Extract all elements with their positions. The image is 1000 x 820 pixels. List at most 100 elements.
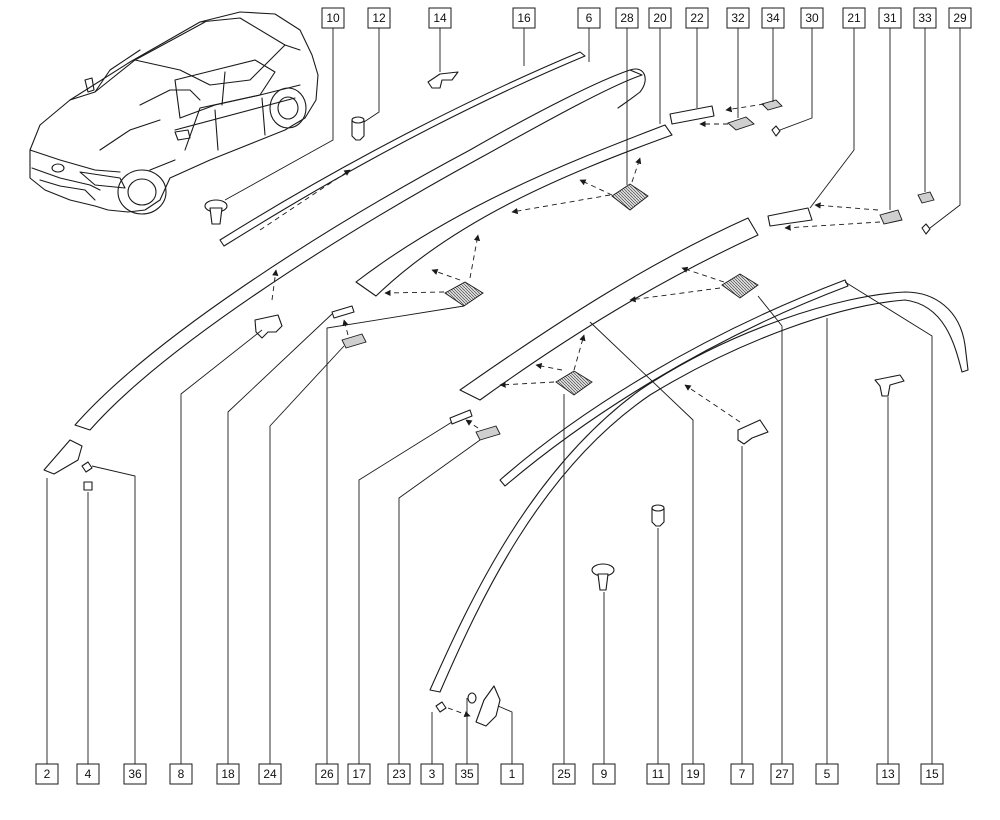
nut-36 — [81, 461, 93, 473]
trim-strip-21 — [767, 207, 813, 227]
svg-text:15: 15 — [925, 767, 939, 781]
svg-text:30: 30 — [805, 11, 819, 25]
small-pin-30 — [771, 125, 781, 137]
part-label: 2 — [35, 763, 59, 785]
svg-text:36: 36 — [128, 767, 142, 781]
svg-text:35: 35 — [460, 767, 474, 781]
bracket-14 — [427, 71, 459, 89]
trim-strip-22 — [669, 105, 715, 125]
part-label: 3 — [420, 763, 444, 785]
svg-text:3: 3 — [429, 767, 436, 781]
svg-text:34: 34 — [766, 11, 780, 25]
part-label: 11 — [646, 763, 670, 785]
part-label: 33 — [913, 7, 937, 29]
seal-strip-5 — [429, 291, 969, 693]
push-clip-10 — [204, 199, 228, 225]
svg-text:18: 18 — [221, 767, 235, 781]
svg-text:2: 2 — [44, 767, 51, 781]
part-label: 4 — [76, 763, 100, 785]
part-label: 14 — [428, 7, 452, 29]
part-label: 22 — [685, 7, 709, 29]
svg-text:19: 19 — [686, 767, 700, 781]
plug-11 — [651, 504, 665, 527]
svg-text:29: 29 — [953, 11, 967, 25]
part-label: 34 — [761, 7, 785, 29]
assembly-arrows — [259, 103, 881, 718]
part-label: 36 — [123, 763, 147, 785]
nut-3 — [435, 701, 447, 713]
svg-text:10: 10 — [326, 11, 340, 25]
svg-text:28: 28 — [620, 11, 634, 25]
part-label: 26 — [315, 763, 339, 785]
svg-text:16: 16 — [517, 11, 531, 25]
bottom-labels: 2 4 36 8 18 24 26 17 23 3 35 1 25 9 11 1… — [35, 763, 944, 785]
bracket-7 — [737, 419, 769, 445]
leader-lines — [46, 28, 961, 764]
part-label: 28 — [615, 7, 639, 29]
part-label: 35 — [455, 763, 479, 785]
svg-text:27: 27 — [775, 767, 789, 781]
svg-text:17: 17 — [352, 767, 366, 781]
clip-28 — [611, 183, 649, 211]
svg-text:23: 23 — [392, 767, 406, 781]
svg-text:24: 24 — [263, 767, 277, 781]
svg-text:6: 6 — [586, 11, 593, 25]
svg-text:8: 8 — [178, 767, 185, 781]
part-label: 20 — [648, 7, 672, 29]
part-label: 17 — [347, 763, 371, 785]
svg-text:33: 33 — [918, 11, 932, 25]
part-label: 5 — [815, 763, 839, 785]
svg-text:4: 4 — [85, 767, 92, 781]
svg-text:22: 22 — [690, 11, 704, 25]
part-label: 15 — [920, 763, 944, 785]
drip-moulding-15 — [499, 279, 849, 487]
svg-text:5: 5 — [824, 767, 831, 781]
plug-12 — [351, 116, 365, 141]
part-label: 27 — [770, 763, 794, 785]
svg-text:9: 9 — [601, 767, 608, 781]
part-label: 25 — [552, 763, 576, 785]
part-label: 19 — [681, 763, 705, 785]
svg-text:7: 7 — [739, 767, 746, 781]
svg-text:32: 32 — [731, 11, 745, 25]
part-label: 16 — [512, 7, 536, 29]
part-label: 21 — [842, 7, 866, 29]
bracket-13 — [874, 374, 905, 397]
svg-text:1: 1 — [509, 767, 516, 781]
part-label: 6 — [577, 7, 601, 29]
svg-text:12: 12 — [372, 11, 386, 25]
clip-23 — [475, 425, 501, 441]
svg-text:21: 21 — [847, 11, 861, 25]
part-label: 10 — [321, 7, 345, 29]
top-labels: 10 12 14 16 6 28 20 22 32 34 30 21 31 33… — [321, 7, 972, 29]
part-label: 7 — [730, 763, 754, 785]
clip-24 — [341, 333, 367, 349]
small-pin-29 — [921, 223, 931, 235]
part-label: 1 — [500, 763, 524, 785]
part-label: 23 — [387, 763, 411, 785]
strip-18 — [331, 305, 355, 319]
end-cap-2 — [43, 439, 83, 475]
clip-25 — [555, 370, 593, 396]
svg-text:26: 26 — [320, 767, 334, 781]
screw-4 — [83, 481, 93, 491]
svg-text:13: 13 — [881, 767, 895, 781]
part-label: 12 — [367, 7, 391, 29]
clip-26 — [444, 281, 484, 307]
part-label: 18 — [216, 763, 240, 785]
trim-panel-19 — [459, 217, 759, 401]
clip-27 — [721, 273, 759, 299]
part-label: 13 — [876, 763, 900, 785]
part-label: 9 — [592, 763, 616, 785]
car-illustration — [29, 11, 319, 215]
svg-text:25: 25 — [557, 767, 571, 781]
end-cap-1 — [467, 685, 501, 727]
svg-text:20: 20 — [653, 11, 667, 25]
part-label: 31 — [878, 7, 902, 29]
clip-pair-32 — [727, 99, 783, 131]
push-clip-9 — [591, 563, 615, 591]
trim-panel-20 — [355, 124, 673, 297]
svg-text:31: 31 — [883, 11, 897, 25]
roof-moulding-16 — [219, 51, 586, 247]
